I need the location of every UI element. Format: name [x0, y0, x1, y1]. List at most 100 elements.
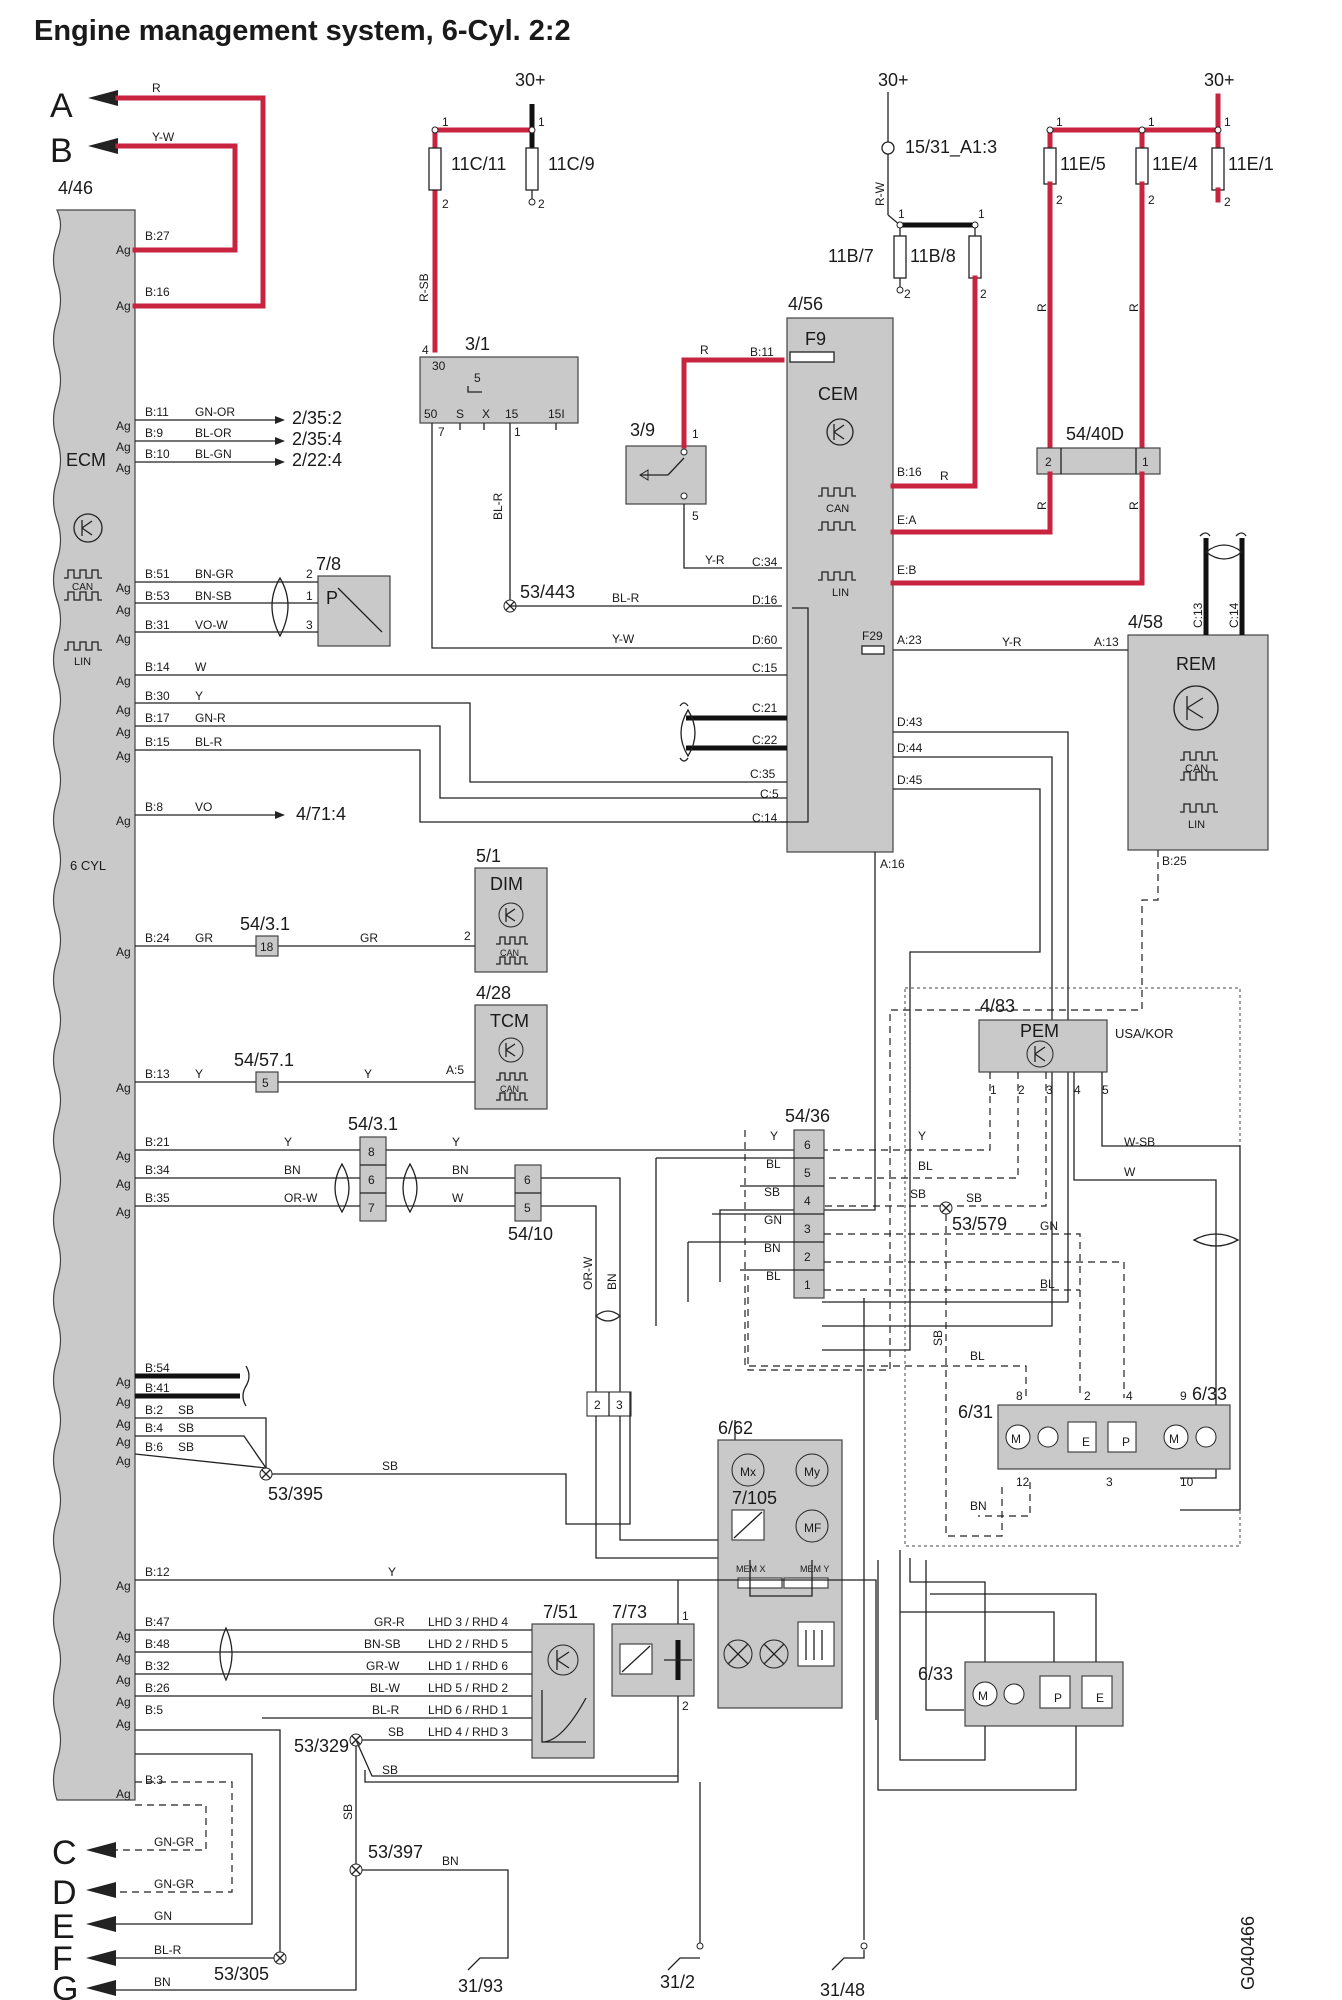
fuse-11b: 30+ 15/31_A1:3 R-W 1 1 2 2 11B/7 11B/8 R — [828, 70, 997, 489]
ecm-ag-label: Ag — [116, 1579, 131, 1593]
ecm-pin-label: B:16 — [145, 285, 170, 299]
svg-text:MF: MF — [804, 1521, 821, 1535]
svg-text:5: 5 — [1102, 1083, 1109, 1097]
svg-text:BL-R: BL-R — [612, 591, 640, 605]
svg-text:11E/1: 11E/1 — [1228, 154, 1274, 174]
svg-text:BL-R: BL-R — [154, 1943, 182, 1957]
ground-53-305: 53/305 BL-R — [116, 1729, 287, 1984]
ecm-pin-label: B:41 — [145, 1381, 170, 1395]
cem-pin-label: D:44 — [897, 741, 923, 755]
svg-text:3: 3 — [1106, 1475, 1113, 1489]
svg-text:1: 1 — [990, 1083, 997, 1097]
motor-6-31: 6/31 6/33 M E P M 8 2 4 9 12 3 10 — [958, 1384, 1231, 1489]
svg-text:BN: BN — [442, 1854, 459, 1868]
ecm-ag-label: Ag — [116, 603, 131, 617]
svg-text:R: R — [1035, 501, 1049, 510]
ecm-pin-label: B:4 — [145, 1421, 163, 1435]
ecm-b54-b41 — [135, 1365, 250, 1407]
ecm-ag-label: Ag — [116, 749, 131, 763]
svg-text:SB: SB — [764, 1185, 780, 1199]
svg-text:11B/7: 11B/7 — [828, 246, 874, 266]
svg-text:GR: GR — [360, 931, 378, 945]
svg-text:1: 1 — [1224, 115, 1231, 129]
svg-text:BL-R: BL-R — [195, 735, 223, 749]
svg-text:SB: SB — [178, 1440, 194, 1454]
svg-text:LHD 5 / RHD 2: LHD 5 / RHD 2 — [428, 1681, 508, 1695]
svg-text:P: P — [1054, 1691, 1062, 1705]
ecm-pin-label: B:48 — [145, 1637, 170, 1651]
svg-text:1: 1 — [1056, 115, 1063, 129]
ecm-module-body — [52, 209, 136, 1801]
fuse-11e: 30+ 1 1 1 2 2 2 11E/5 11E/4 11E/1 R R — [1035, 70, 1274, 451]
svg-text:R-W: R-W — [873, 181, 887, 206]
svg-text:7: 7 — [438, 425, 445, 439]
ecm-pin-label: B:6 — [145, 1440, 163, 1454]
svg-text:BN: BN — [154, 1975, 171, 1989]
ground-53-443: 53/443 BL-R — [503, 582, 782, 613]
svg-text:2: 2 — [442, 197, 449, 211]
ecm-ag-label: Ag — [116, 674, 131, 688]
svg-text:BL-GN: BL-GN — [195, 447, 232, 461]
svg-text:1: 1 — [978, 207, 985, 221]
pem-module: 4/83 PEM USA/KOR 1 2 3 4 5 W-SB W Y BL S… — [824, 996, 1241, 1511]
ecm-ag-label: Ag — [116, 814, 131, 828]
svg-text:4/58: 4/58 — [1128, 612, 1163, 632]
svg-text:54/3.1: 54/3.1 — [240, 914, 290, 934]
unit-7-51: 7/51 — [531, 1602, 595, 1759]
svg-text:REM: REM — [1176, 654, 1216, 674]
svg-text:53/305: 53/305 — [214, 1964, 269, 1984]
svg-text:2: 2 — [682, 1699, 689, 1713]
connector-b-label: B — [50, 132, 73, 170]
svg-text:BN: BN — [970, 1499, 987, 1513]
ecm-output-wires: GN-OR BL-OR BL-GN 2/35:2 2/35:4 2/22:4 V… — [135, 405, 346, 824]
dim-module: 5/1 DIM CAN 2 GR GR — [135, 846, 548, 973]
fan-7-8: 7/8 P BN-GR BN-SB VO-W 2 1 3 — [135, 554, 391, 647]
ground-53-579: 53/579 SB SB GN BL BL BN — [744, 1130, 1125, 1537]
cem-pin-label: C:15 — [752, 661, 778, 675]
ecm-name: ECM — [66, 450, 106, 470]
wire-b-yw — [115, 143, 238, 253]
svg-text:5: 5 — [692, 509, 699, 523]
svg-text:GN-GR: GN-GR — [154, 1877, 194, 1891]
svg-text:GN: GN — [764, 1213, 782, 1227]
ecm-pin-labels: AgB:27AgB:16AgB:11AgB:9AgB:10AgB:51AgB:5… — [116, 229, 170, 1801]
ground-53-329: 53/329 SB SB — [294, 1733, 678, 1864]
ref-2-22-4: 2/22:4 — [292, 450, 342, 470]
svg-text:SB: SB — [966, 1191, 982, 1205]
svg-text:BN-SB: BN-SB — [364, 1637, 401, 1651]
svg-text:SB: SB — [178, 1403, 194, 1417]
connector-g-arrow-icon — [86, 1980, 116, 1996]
svg-text:X: X — [482, 407, 490, 421]
svg-text:BL: BL — [1040, 1277, 1055, 1291]
svg-text:31/2: 31/2 — [660, 1972, 695, 1992]
svg-text:50: 50 — [424, 407, 438, 421]
fuse-11c: 30+ 11C/11 11C/9 1 1 2 2 R-SB — [417, 70, 595, 353]
svg-text:PEM: PEM — [1020, 1021, 1059, 1041]
cem-pin-label: B:11 — [750, 345, 774, 359]
svg-text:2: 2 — [1224, 195, 1231, 209]
svg-text:2: 2 — [464, 929, 471, 943]
svg-text:VO: VO — [195, 800, 212, 814]
svg-text:1: 1 — [692, 427, 699, 441]
ecm-pin-label: B:51 — [145, 567, 170, 581]
svg-text:1: 1 — [538, 115, 545, 129]
svg-text:BL: BL — [766, 1269, 781, 1283]
svg-text:54/3.1: 54/3.1 — [348, 1114, 398, 1134]
ref-2-35-4: 2/35:4 — [292, 429, 342, 449]
svg-text:W: W — [195, 660, 207, 674]
svg-text:SB: SB — [382, 1763, 398, 1777]
ecm-pin-label: B:17 — [145, 711, 170, 725]
svg-text:1: 1 — [1142, 455, 1149, 469]
cem-pin-label: D:43 — [897, 715, 923, 729]
tcm-module: 4/28 TCM CAN A:5 Y Y — [135, 983, 548, 1110]
svg-text:LHD 3 / RHD 4: LHD 3 / RHD 4 — [428, 1615, 508, 1629]
ecm-can-icon: CAN — [64, 569, 102, 601]
svg-text:LIN: LIN — [1188, 819, 1205, 831]
cem-pin-label: C:14 — [752, 811, 778, 825]
svg-text:1: 1 — [306, 589, 313, 603]
svg-text:2: 2 — [1018, 1083, 1025, 1097]
svg-text:SB: SB — [178, 1421, 194, 1435]
svg-text:Y: Y — [195, 689, 203, 703]
svg-text:A:13: A:13 — [1094, 635, 1119, 649]
